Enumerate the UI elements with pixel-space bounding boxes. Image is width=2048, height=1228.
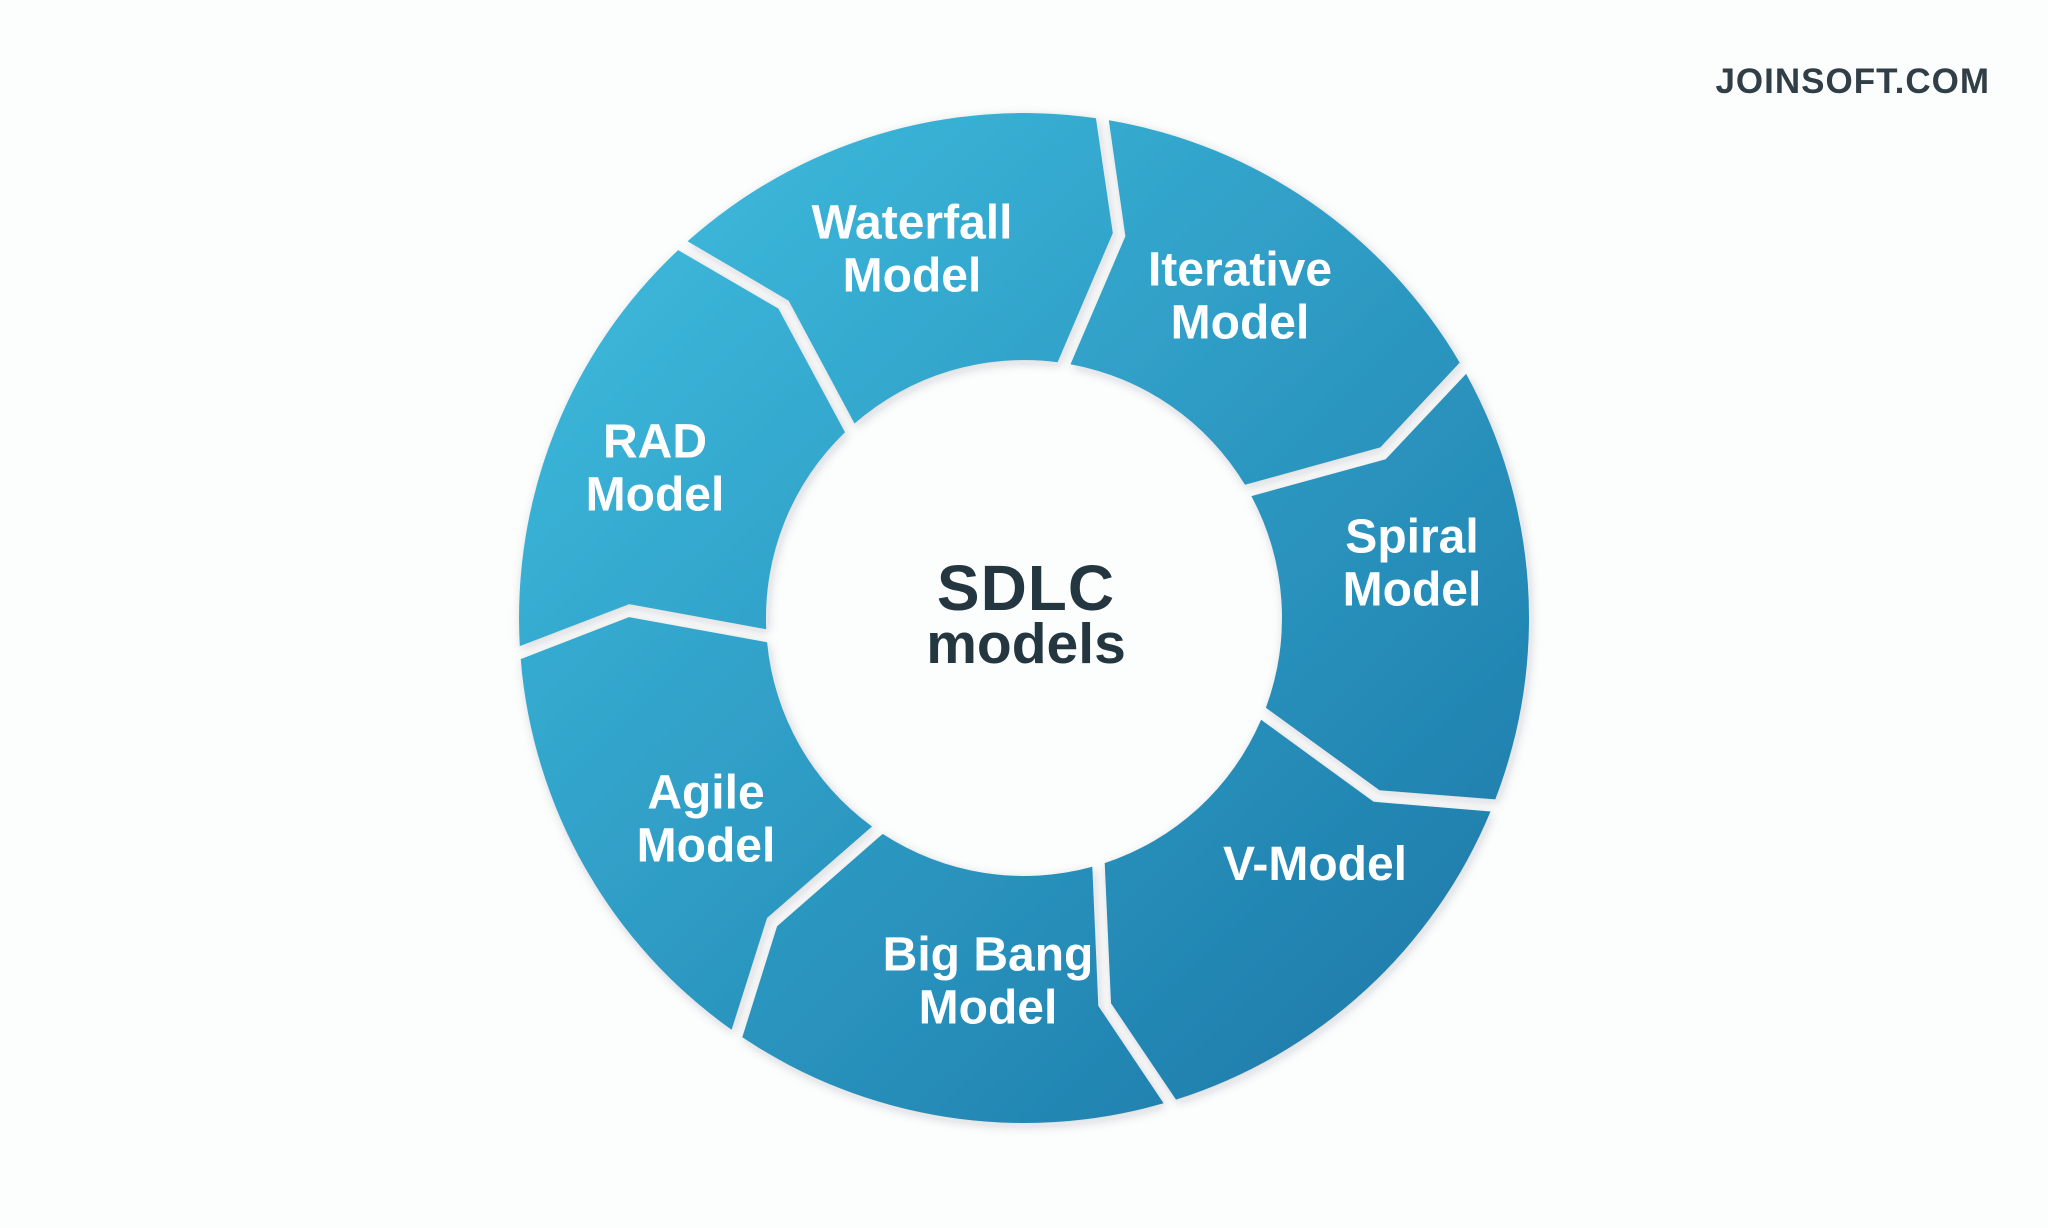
segment-rad-model [519,250,845,647]
segment-spiral-model [1251,373,1530,800]
segment-v-model [1104,719,1491,1100]
site-watermark: JOINSOFT.COM [1715,62,1990,101]
diagram-center-subtitle: models [926,612,1126,676]
segment-label-v-model: V-Model [1223,838,1407,891]
segment-big-bang-model [742,833,1164,1124]
segment-agile-model [520,617,872,1030]
segment-iterative-model [1070,120,1460,485]
segment-waterfall-model [687,113,1113,424]
diagram-center-title: SDLC [937,552,1115,624]
